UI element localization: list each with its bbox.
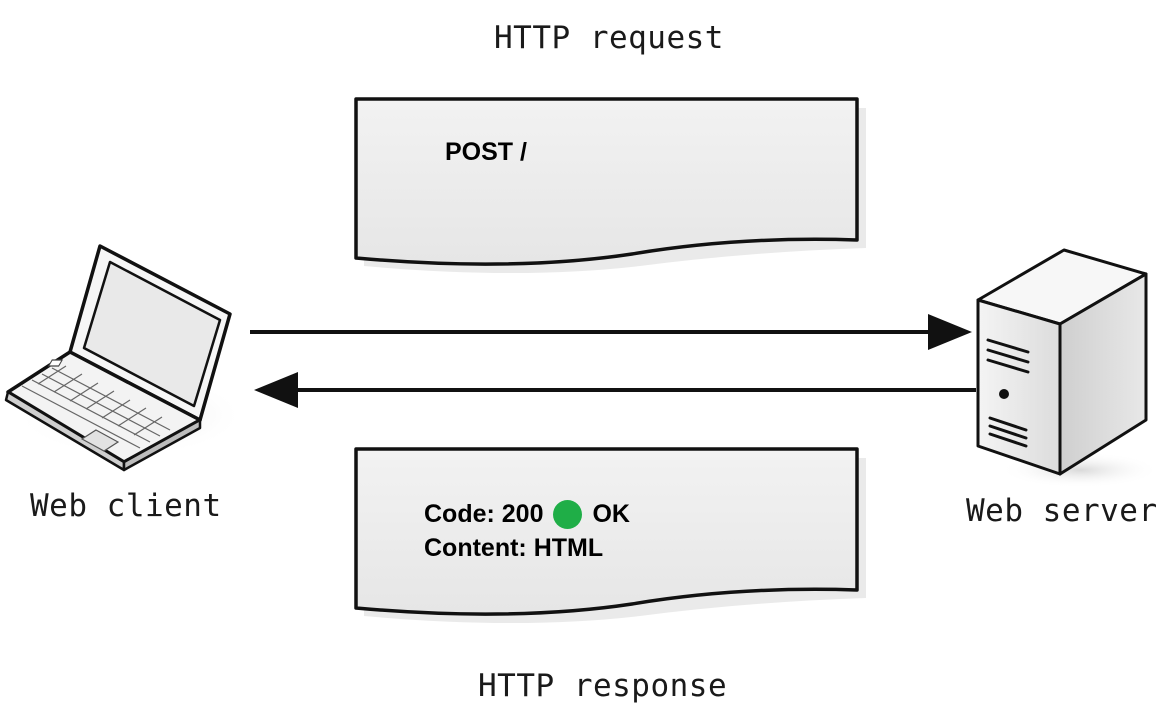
status-ok-indicator xyxy=(553,500,583,529)
status-code-line: Code: 200 OK xyxy=(424,500,630,529)
status-code: Code: 200 xyxy=(424,500,544,528)
request-arrow xyxy=(250,314,972,350)
web-server-label: Web server xyxy=(966,493,1158,529)
server-tower-icon xyxy=(976,248,1160,488)
response-title: HTTP response xyxy=(478,668,728,704)
request-title: HTTP request xyxy=(494,20,724,56)
request-document xyxy=(354,97,866,273)
status-text: OK xyxy=(592,500,630,528)
power-button-icon xyxy=(999,389,1009,399)
request-line: POST / xyxy=(445,138,527,166)
laptop-icon xyxy=(4,244,245,472)
response-document xyxy=(354,447,866,623)
response-arrow xyxy=(254,372,976,408)
content-type-line: Content: HTML xyxy=(424,534,604,562)
web-client-label: Web client xyxy=(30,488,222,524)
